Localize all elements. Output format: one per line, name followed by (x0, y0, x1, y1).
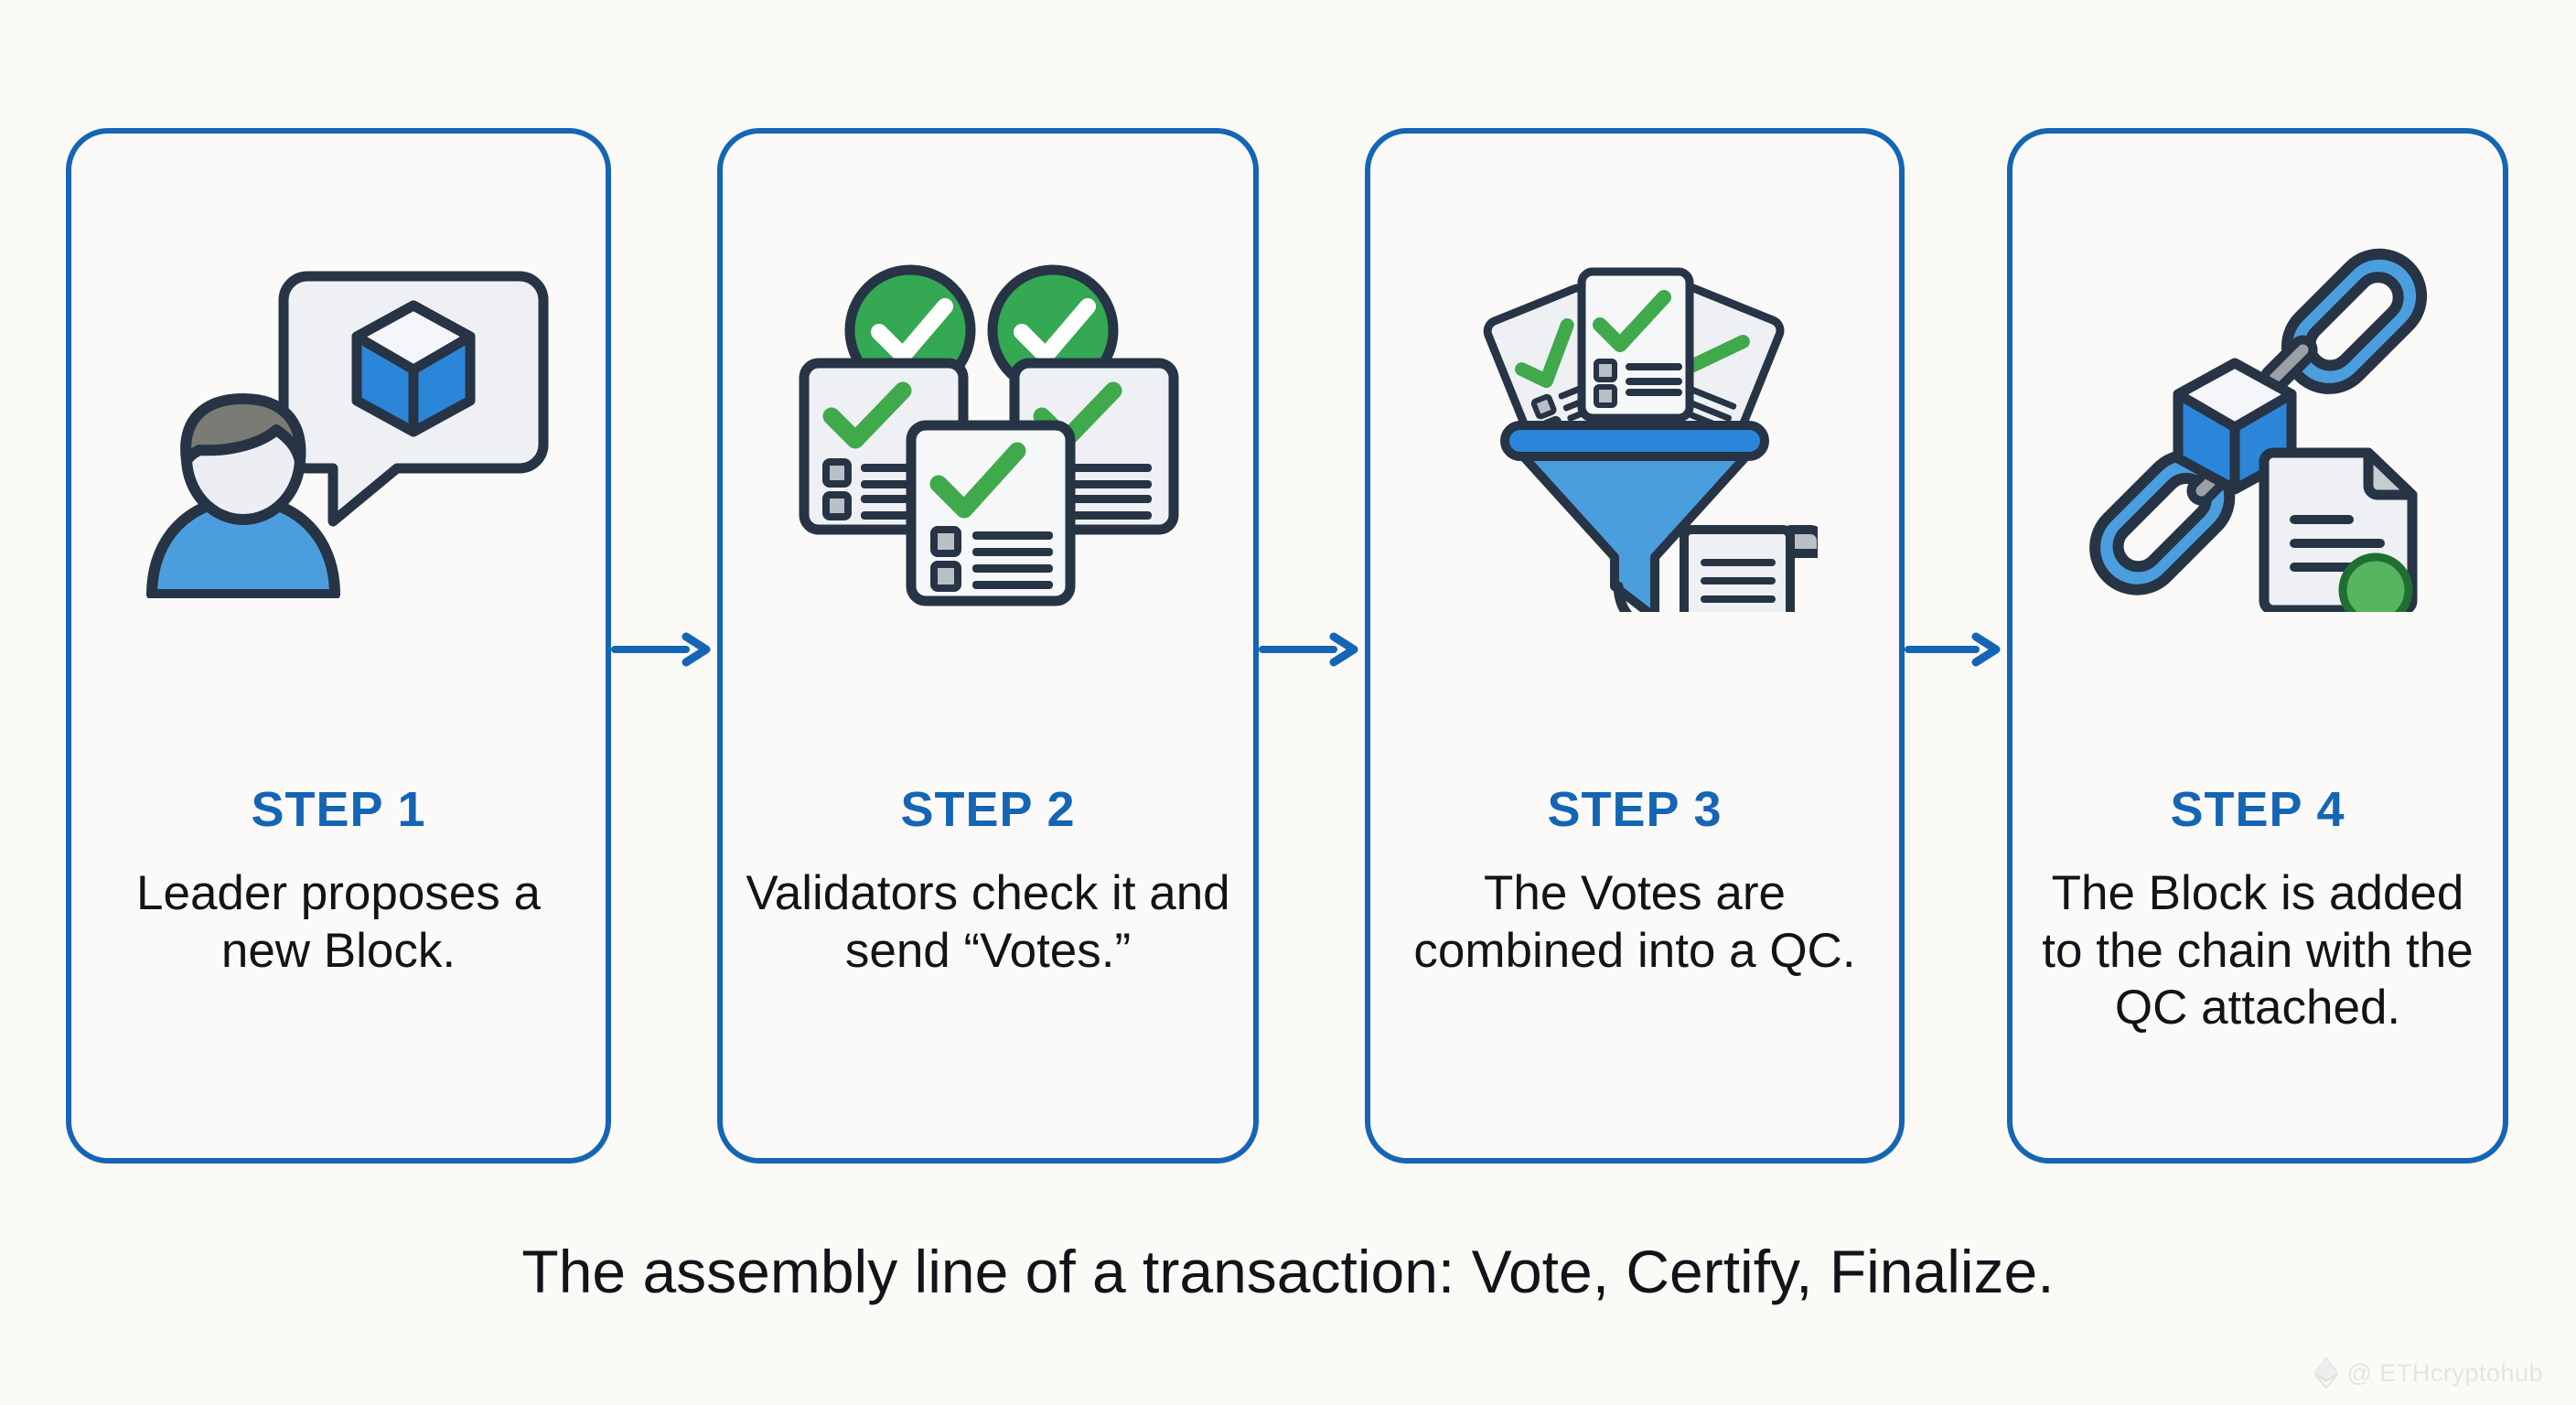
arrow-step2-to-step3 (1259, 631, 1367, 668)
step-1-description: Leader proposes a new Block. (136, 866, 541, 978)
chevron-right-icon (1971, 632, 2001, 667)
step-4-title: STEP 4 (2170, 782, 2345, 837)
connector-line (611, 646, 690, 653)
step-2-icon-area (723, 187, 1253, 671)
person-speech-bubble-block-icon (146, 271, 549, 598)
ethereum-diamond-icon (2313, 1357, 2338, 1389)
step-4-icon-area (2012, 187, 2503, 671)
step-1-title: STEP 1 (251, 782, 426, 837)
chevron-right-icon (1329, 632, 1358, 667)
step-3-description: The Votes are combined into a QC. (1413, 866, 1856, 978)
step-3-title: STEP 3 (1547, 782, 1723, 837)
step-2-title: STEP 2 (900, 782, 1076, 837)
connector-line (1259, 646, 1337, 653)
arrow-step1-to-step2 (611, 631, 719, 668)
step-4-description: The Block is added to the chain with the… (2042, 866, 2474, 1035)
step-2-description: Validators check it and send “Votes.” (746, 866, 1230, 978)
arrow-step3-to-step4 (1905, 631, 2009, 668)
step-card-4: STEP 4 The Block is added to the chain w… (2007, 128, 2508, 1164)
step-1-icon-area (71, 187, 606, 671)
ballots-with-checkmarks-icon (799, 264, 1179, 606)
funnel-votes-to-certificate-icon (1483, 267, 1818, 612)
step-card-2: STEP 2 Validators check it and send “Vot… (717, 128, 1259, 1164)
connector-line (1905, 646, 1980, 653)
diagram-caption: The assembly line of a transaction: Vote… (521, 1238, 2055, 1305)
watermark: @ ETHcryptohub (2313, 1357, 2543, 1389)
chevron-right-icon (682, 632, 711, 667)
step-card-3: STEP 3 The Votes are combined into a QC. (1365, 128, 1905, 1164)
chain-block-certificate-icon (2089, 248, 2428, 612)
watermark-handle: @ ETHcryptohub (2346, 1358, 2543, 1387)
step-3-icon-area (1370, 187, 1899, 671)
step-card-1: STEP 1 Leader proposes a new Block. (66, 128, 611, 1164)
